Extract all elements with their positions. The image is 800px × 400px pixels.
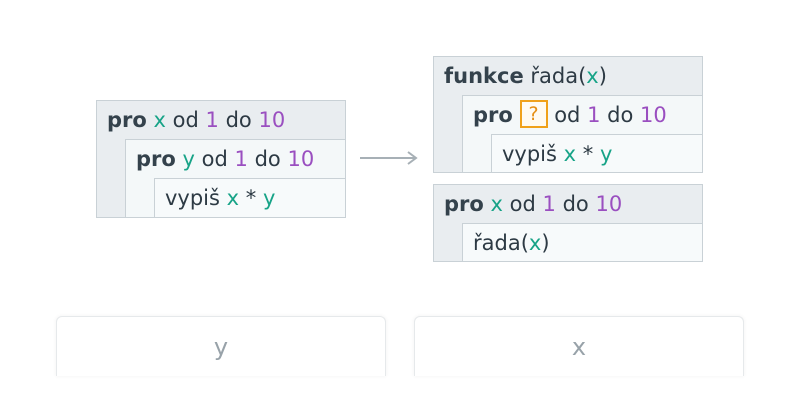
function-loop-block: pro ? od 1 do 10 vypiš x * y	[462, 95, 703, 173]
function-loop-header: pro ? od 1 do 10	[473, 96, 667, 134]
left-middle-loop-header: pro y od 1 do 10	[136, 147, 315, 171]
answer-option-x[interactable]: x	[414, 316, 744, 376]
left-outer-loop-block: pro x od 1 do 10 pro y od 1 do 10 vypiš …	[96, 100, 346, 218]
left-print-block: vypiš x * y	[154, 178, 346, 218]
right-arrow-icon	[360, 151, 418, 165]
function-definition-block: funkce řada(x) pro ? od 1 do 10 vypiš x …	[433, 56, 703, 173]
main-loop-header: pro x od 1 do 10	[444, 192, 623, 216]
function-print-statement: vypiš x * y	[502, 142, 613, 166]
missing-variable-slot[interactable]: ?	[519, 100, 548, 128]
answer-option-y[interactable]: y	[56, 316, 386, 376]
function-print-block: vypiš x * y	[491, 134, 703, 173]
left-outer-loop-header: pro x od 1 do 10	[107, 108, 286, 132]
function-call-statement: řada(x)	[473, 231, 550, 255]
left-middle-loop-block: pro y od 1 do 10 vypiš x * y	[125, 139, 346, 218]
left-print-statement: vypiš x * y	[165, 186, 276, 210]
function-call-block: řada(x)	[462, 223, 703, 262]
main-loop-block: pro x od 1 do 10 řada(x)	[433, 184, 703, 262]
function-header: funkce řada(x)	[444, 64, 607, 88]
